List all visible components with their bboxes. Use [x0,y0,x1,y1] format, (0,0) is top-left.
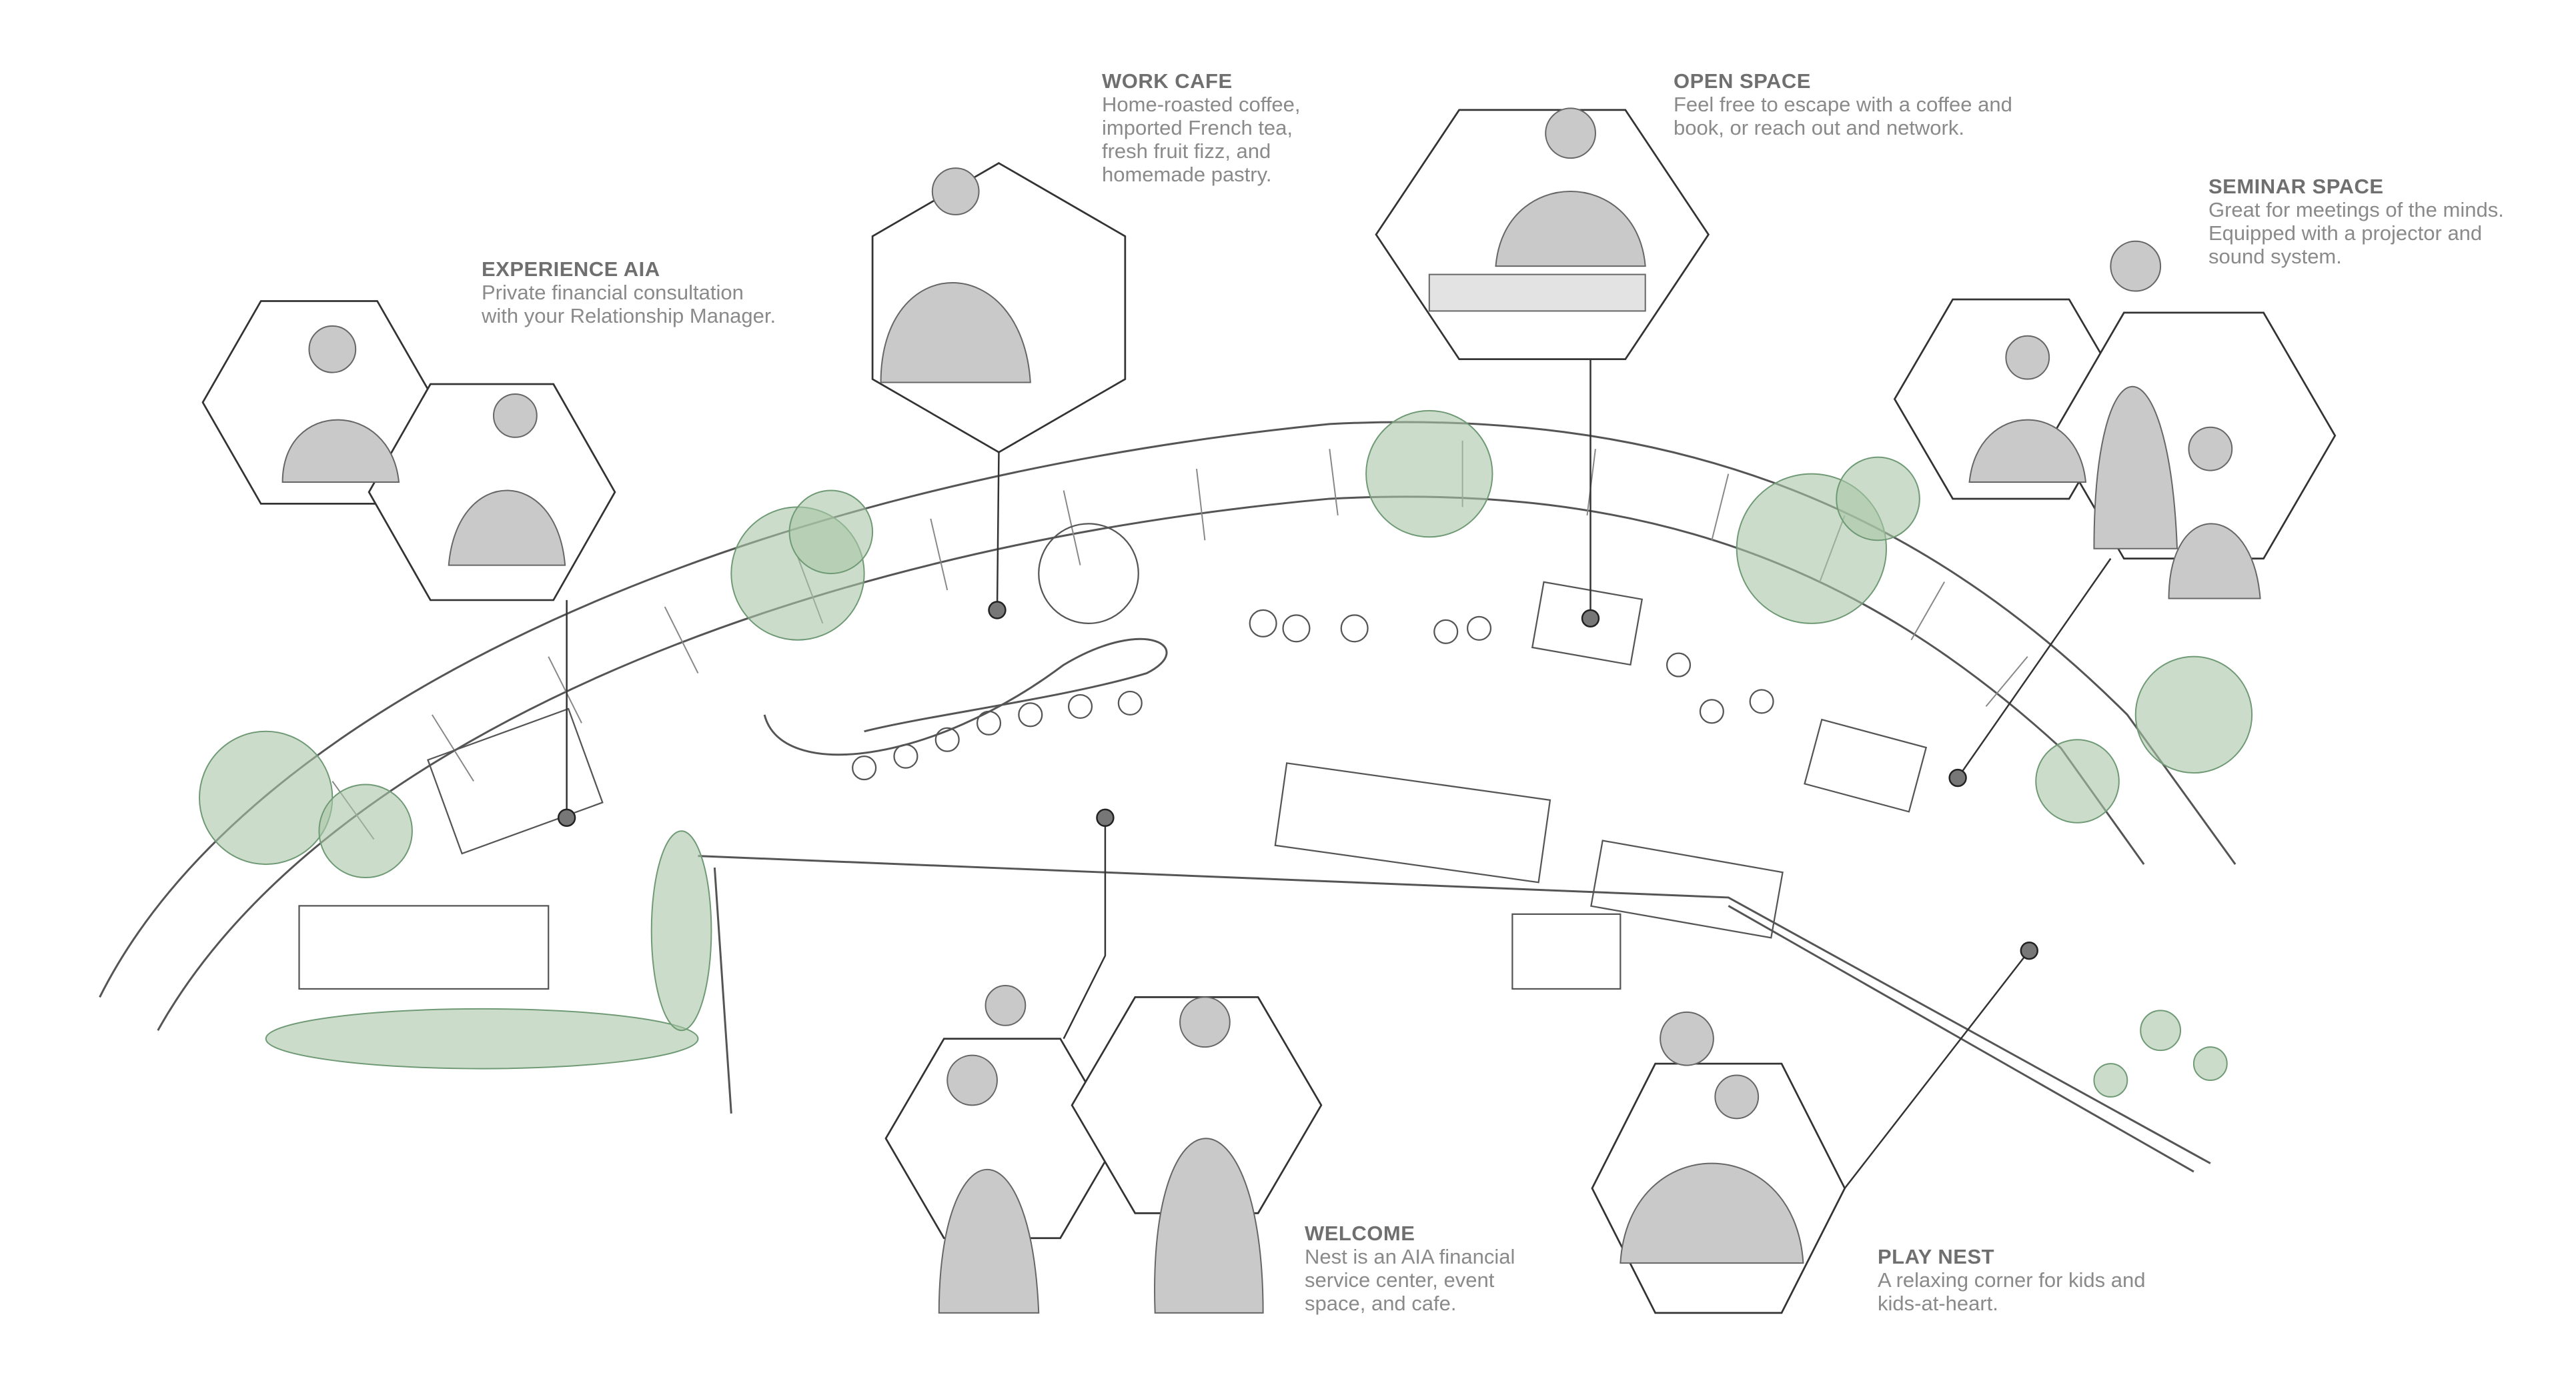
zone-title: OPEN SPACE [1674,69,1811,93]
zone-description: Feel free to escape with a coffee and bo… [1674,93,2012,139]
zone-title: EXPERIENCE AIA [482,257,660,281]
zone-title: WORK CAFE [1102,69,1233,93]
furniture [298,523,1928,990]
zone-title: WELCOME [1305,1222,1415,1245]
location-markers [557,601,2038,960]
label-work-cafe: WORK CAFE Home-roasted coffee, imported … [1102,69,1301,186]
label-seminar-space: SEMINAR SPACE Great for meetings of the … [2208,175,2504,268]
leader-lines [566,359,2112,1189]
zone-description: A relaxing corner for kids and kids-at-h… [1878,1268,2146,1315]
marker-open-space [1581,609,1600,628]
marker-seminar-space [1948,768,1967,788]
zone-description: Home-roasted coffee, imported French tea… [1102,93,1301,186]
marker-work-cafe [988,601,1007,619]
zone-title: PLAY NEST [1878,1245,1995,1268]
label-experience-aia: EXPERIENCE AIA Private financial consult… [482,257,776,327]
plants [198,409,2253,1098]
marker-welcome [1096,808,1115,828]
label-open-space: OPEN SPACE Feel free to escape with a co… [1674,69,2012,139]
marker-play-nest [2020,941,2038,960]
hex-welcome-2 [1071,996,1323,1214]
zone-description: Private financial consultation with your… [482,281,776,327]
zone-description: Great for meetings of the minds. Equippe… [2208,198,2504,268]
zone-description: Nest is an AIA financial service center,… [1305,1245,1515,1315]
zone-title: SEMINAR SPACE [2208,175,2384,198]
stools [852,609,1774,781]
marker-experience-aia [557,808,576,828]
label-welcome: WELCOME Nest is an AIA financial service… [1305,1222,1515,1315]
figures [281,107,2261,1314]
label-play-nest: PLAY NEST A relaxing corner for kids and… [1878,1245,2146,1315]
